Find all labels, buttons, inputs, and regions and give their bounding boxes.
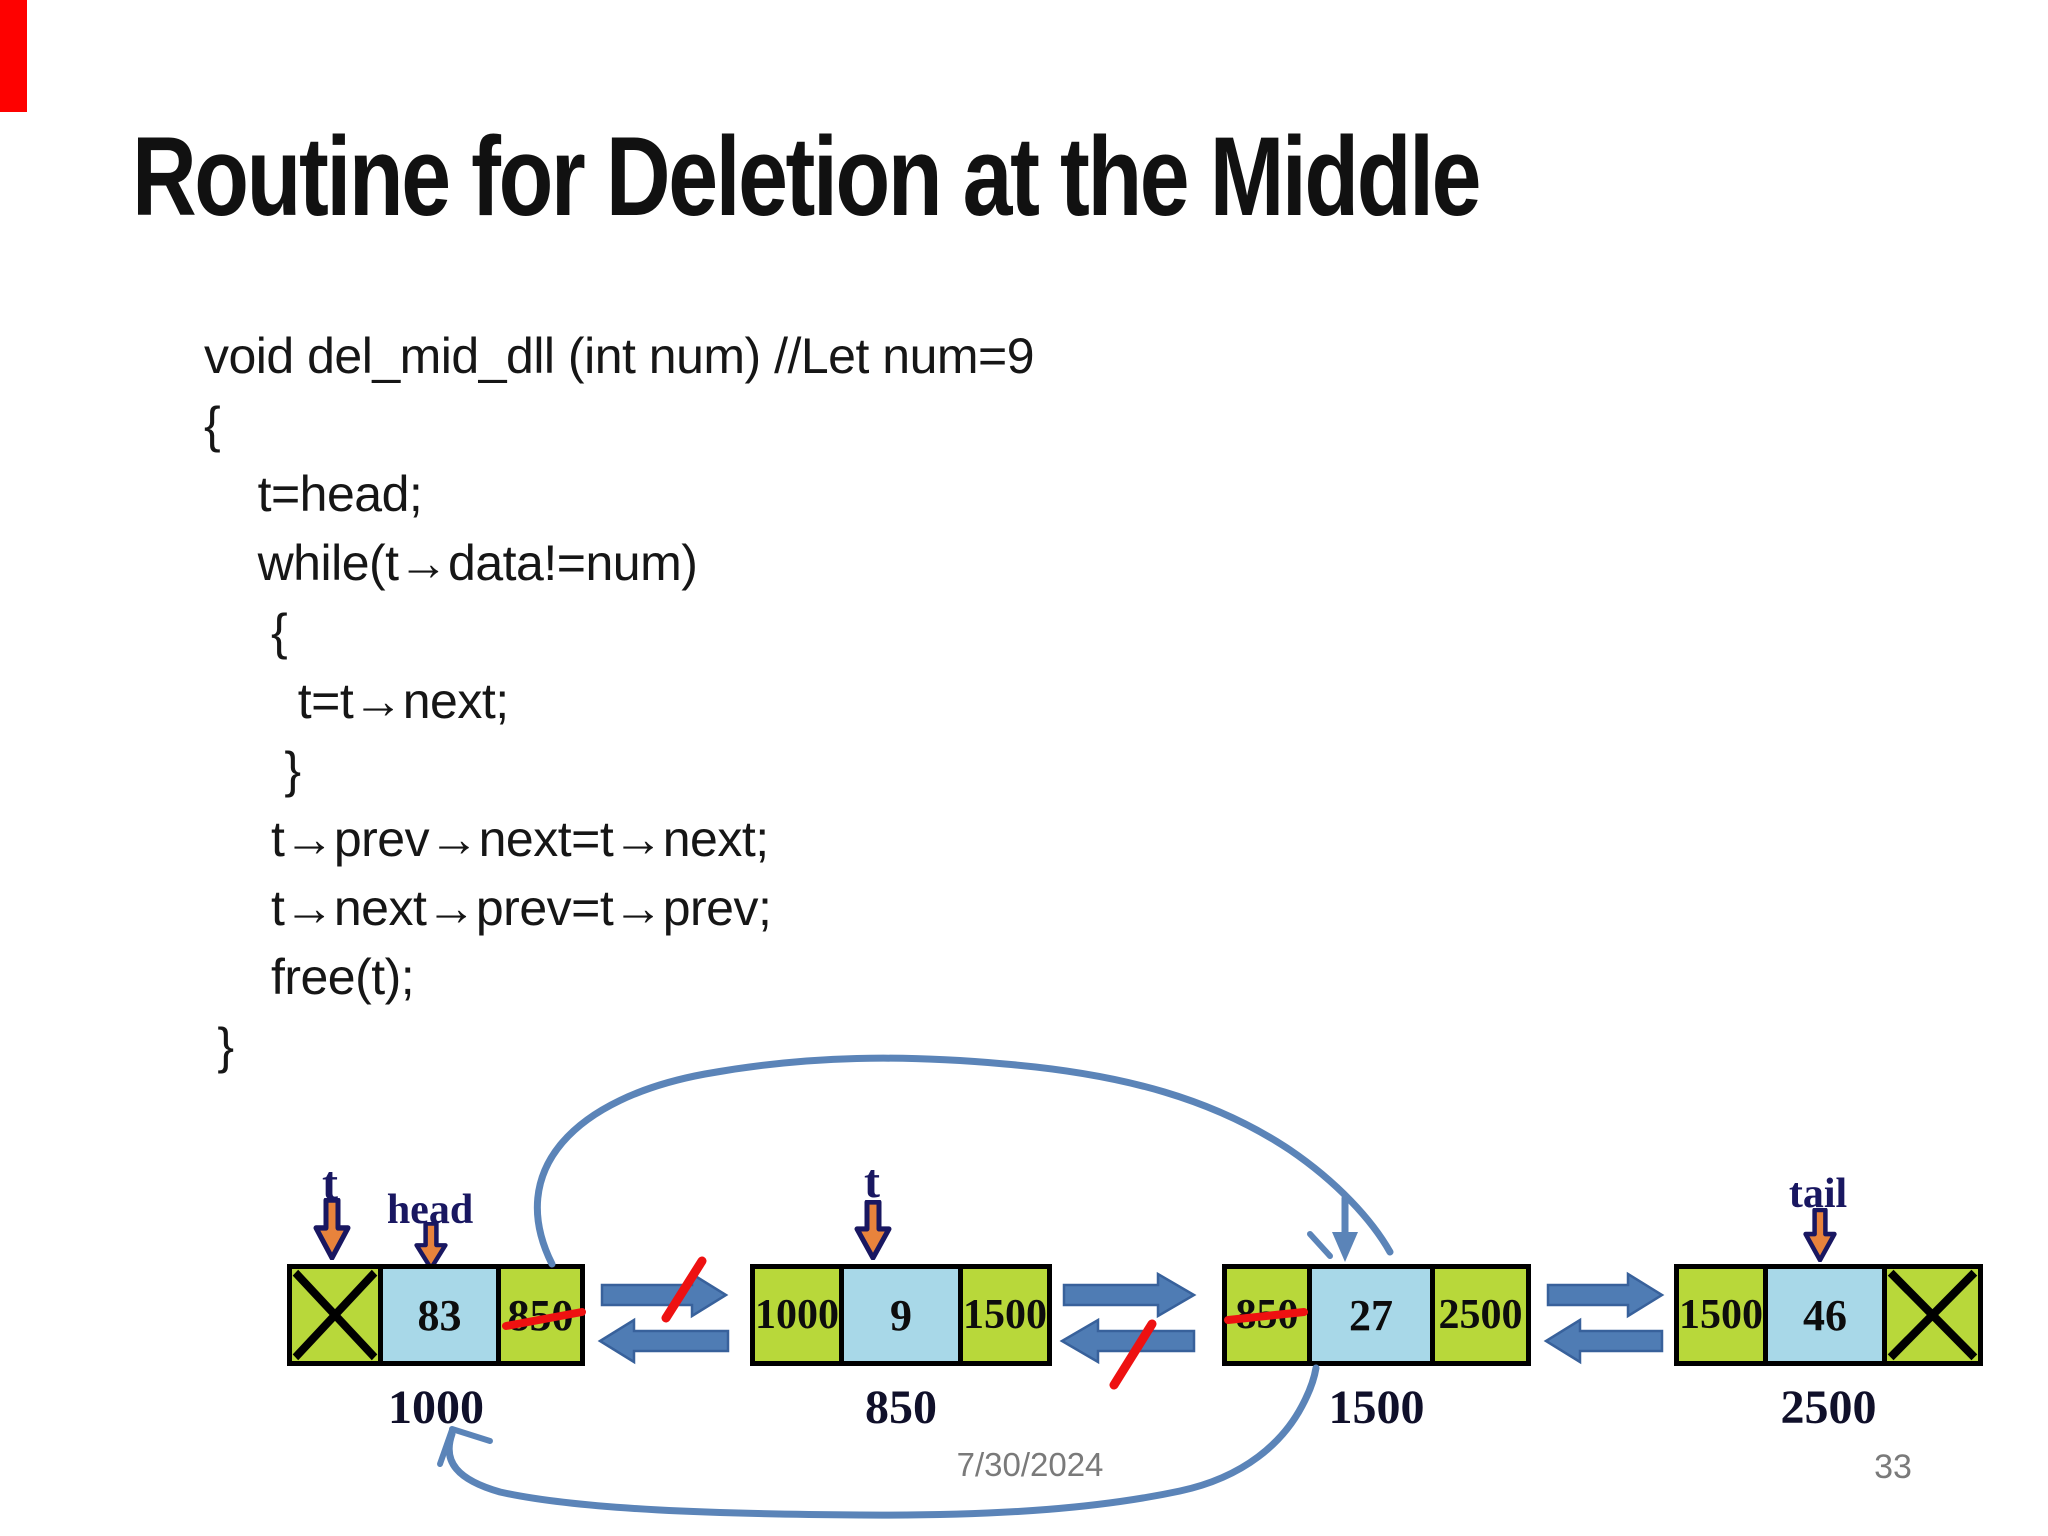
code-line: { [204, 604, 288, 660]
prev-pointer-null-cell [292, 1269, 378, 1361]
data-value: 83 [417, 1290, 462, 1340]
null-x-icon [292, 1269, 378, 1361]
link-arrows-node3-node4 [1543, 1271, 1665, 1365]
next-pointer-cell: 1500 [963, 1269, 1047, 1361]
dll-node-1000: 83 850 [287, 1264, 585, 1366]
prev-pointer-cell: 1000 [755, 1269, 839, 1361]
footer-date: 7/30/2024 [956, 1446, 1104, 1483]
slide-title: Routine for Deletion at the Middle [132, 114, 1481, 239]
bypass-curve-hook [1307, 1231, 1333, 1259]
down-arrow-icon [313, 1198, 351, 1260]
bypass-curve-top [533, 1054, 1394, 1268]
prev-pointer-value: 1000 [755, 1292, 839, 1338]
page-number: 33 [1874, 1448, 1912, 1486]
prev-pointer-cell: 1500 [1679, 1269, 1763, 1361]
code-line: while(t→data!=num) [204, 535, 698, 591]
null-x-icon [1887, 1269, 1978, 1361]
down-arrow-icon [854, 1200, 892, 1260]
deletion-slash-next-arrow [661, 1256, 707, 1323]
data-value: 46 [1803, 1290, 1847, 1340]
link-arrows-node1-node2 [597, 1271, 730, 1365]
code-line: t→prev→next=t→next; [204, 811, 769, 867]
node-address: 2500 [1780, 1381, 1877, 1434]
prev-pointer-cell: 850 [1227, 1269, 1307, 1361]
down-arrow-icon [1803, 1208, 1837, 1262]
link-arrows-node2-node3 [1059, 1271, 1197, 1365]
code-line: { [204, 397, 221, 453]
code-line: } [204, 742, 301, 798]
next-pointer-value: 1500 [963, 1292, 1047, 1338]
node-address: 1000 [388, 1381, 484, 1434]
code-line: free(t); [204, 949, 415, 1005]
next-pointer-value: 2500 [1438, 1292, 1523, 1338]
dll-node-850: 1000 9 1500 [750, 1264, 1052, 1366]
data-cell: 27 [1307, 1269, 1435, 1361]
deletion-slash-prev-arrow [1109, 1319, 1157, 1390]
pointer-label-t-node1: t [322, 1157, 338, 1210]
code-block: void del_mid_dll (int num) //Let num=9{ … [204, 322, 1035, 1081]
code-line: void del_mid_dll (int num) //Let num=9 [204, 328, 1035, 384]
dll-node-1500: 850 27 2500 [1222, 1264, 1531, 1366]
next-pointer-null-cell [1887, 1269, 1978, 1361]
node-address: 850 [865, 1381, 937, 1434]
data-cell: 9 [839, 1269, 963, 1361]
code-line: t=t→next; [204, 673, 509, 729]
data-cell: 46 [1763, 1269, 1887, 1361]
next-pointer-value: 850 [507, 1290, 574, 1340]
dll-node-2500: 1500 46 [1674, 1264, 1983, 1366]
data-value: 9 [890, 1290, 912, 1340]
bypass-arrow-head [1332, 1232, 1358, 1262]
prev-pointer-value: 850 [1235, 1292, 1299, 1338]
prev-pointer-value: 1500 [1679, 1292, 1763, 1338]
node-address: 1500 [1328, 1381, 1425, 1434]
data-value: 27 [1349, 1290, 1393, 1340]
next-pointer-cell: 850 [501, 1269, 580, 1361]
down-arrow-icon [414, 1222, 448, 1270]
code-line: t→next→prev=t→prev; [204, 880, 772, 936]
data-cell: 83 [378, 1269, 501, 1361]
next-pointer-cell: 2500 [1435, 1269, 1526, 1361]
corner-accent-bar [0, 0, 27, 112]
code-line: } [204, 1018, 234, 1074]
code-line: t=head; [204, 466, 423, 522]
